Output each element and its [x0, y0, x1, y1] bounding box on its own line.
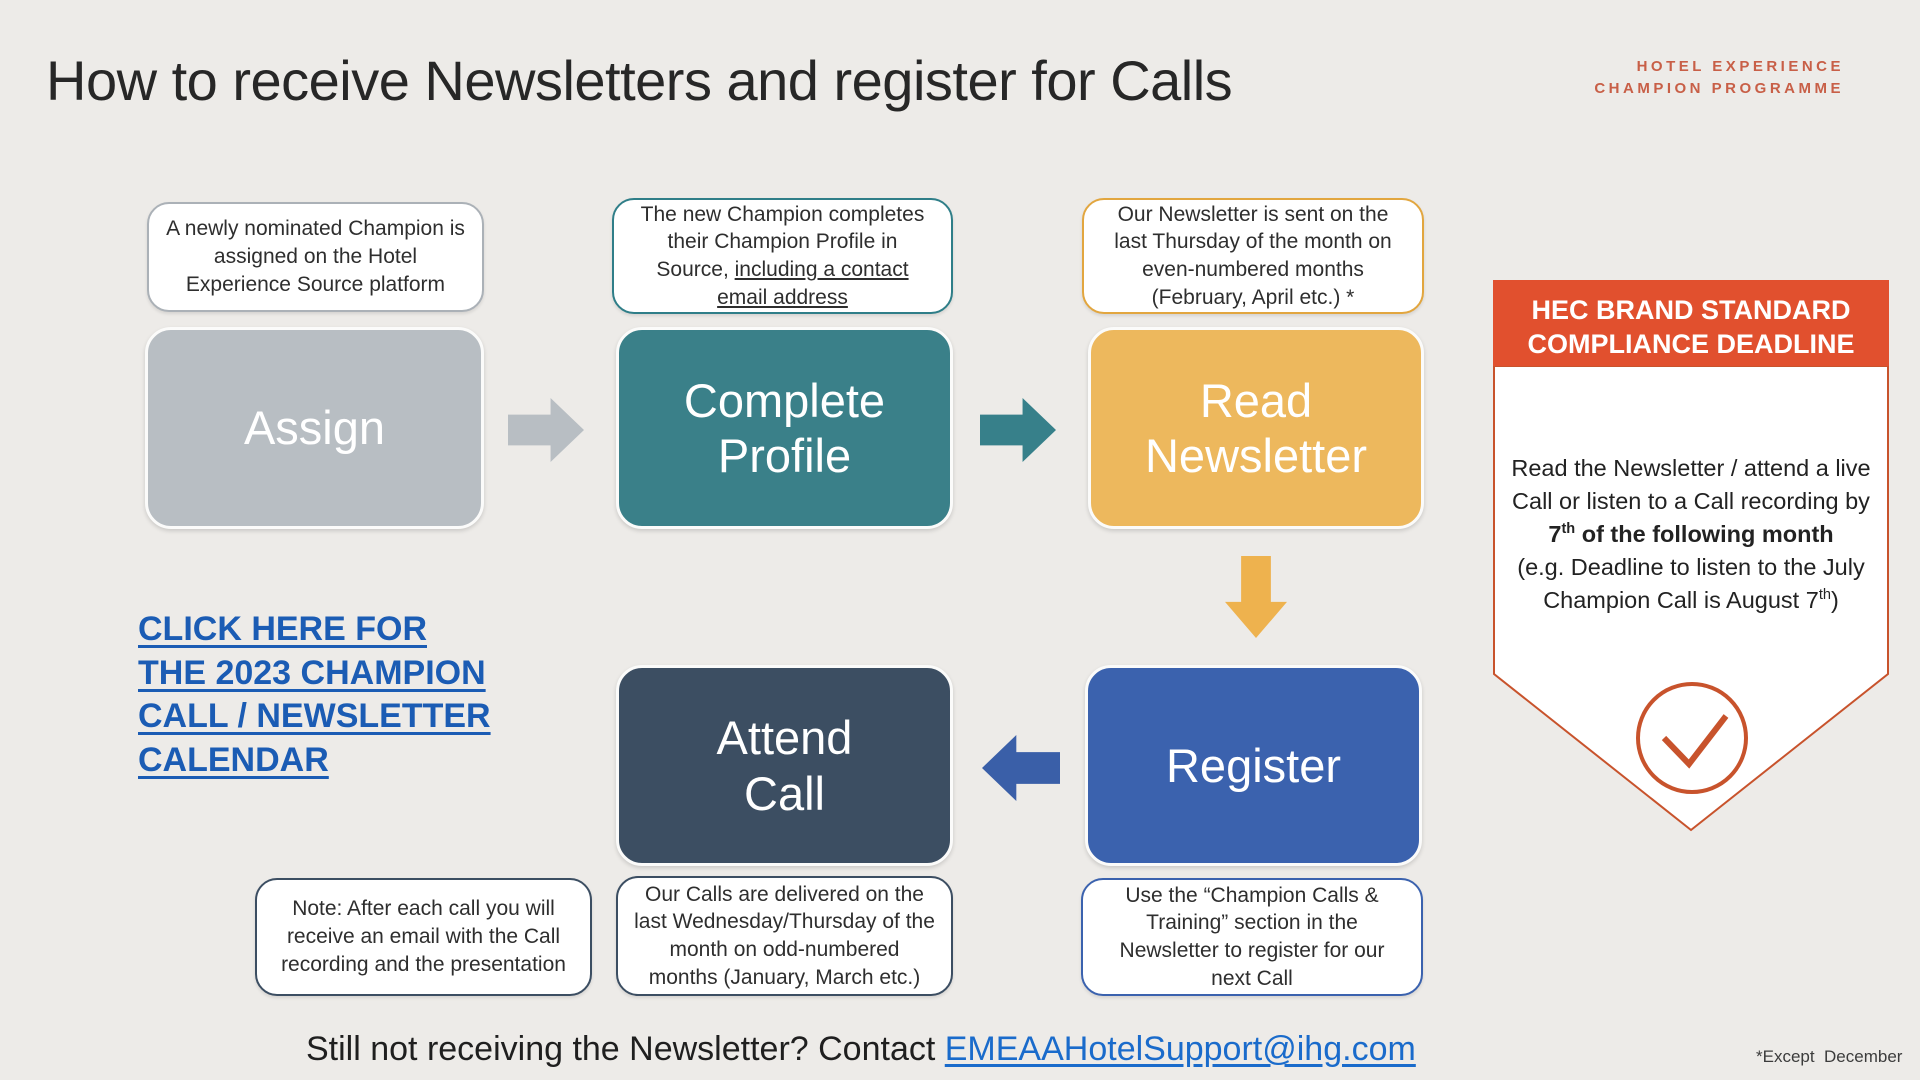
- note-register: Use the “Champion Calls & Training” sect…: [1081, 878, 1423, 996]
- note-after-call: Note: After each call you will receive a…: [255, 878, 592, 996]
- note-read-newsletter-text: Our Newsletter is sent on the last Thurs…: [1114, 202, 1392, 309]
- step-register: Register: [1085, 665, 1422, 866]
- brand-logo: HOTEL EXPERIENCE CHAMPION PROGRAMME: [1594, 56, 1844, 100]
- step-attend-call-label: Attend Call: [716, 711, 853, 820]
- badge-header: HEC BRAND STANDARD COMPLIANCE DEADLINE: [1493, 280, 1889, 366]
- arrow-right-icon: [508, 398, 584, 462]
- step-complete-profile: Complete Profile: [616, 327, 953, 529]
- note-complete-profile: The new Champion completes their Champio…: [612, 198, 953, 314]
- note-attend-call-text: Our Calls are delivered on the last Wedn…: [634, 882, 935, 989]
- email-link[interactable]: EMEAAHotelSupport@ihg.com: [944, 1030, 1416, 1068]
- badge-body-intro: Read the Newsletter / attend a live Call…: [1511, 455, 1871, 514]
- badge-deadline-rest: of the following month: [1575, 520, 1834, 547]
- note-attend-call: Our Calls are delivered on the last Wedn…: [616, 876, 953, 996]
- note-complete-profile-text: The new Champion completes their Champio…: [630, 201, 935, 312]
- arrow-right-icon: [980, 398, 1056, 462]
- check-circle-icon: [1636, 682, 1748, 794]
- calendar-link[interactable]: CLICK HERE FOR THE 2023 CHAMPION CALL / …: [138, 608, 558, 782]
- step-assign-label: Assign: [243, 401, 386, 455]
- badge-deadline: 7th of the following month: [1506, 518, 1876, 551]
- note-assign: A newly nominated Champion is assigned o…: [147, 202, 484, 312]
- contact-question: Still not receiving the Newsletter? Cont…: [306, 1030, 945, 1068]
- badge-header-text: HEC BRAND STANDARD COMPLIANCE DEADLINE: [1527, 295, 1855, 359]
- note-read-newsletter: Our Newsletter is sent on the last Thurs…: [1082, 198, 1424, 314]
- calendar-link-line1: CLICK HERE FOR: [138, 610, 427, 648]
- badge-deadline-day: 7: [1548, 520, 1562, 547]
- badge-example-start: (e.g. Deadline to listen to the July Cha…: [1517, 553, 1865, 613]
- badge-example: (e.g. Deadline to listen to the July Cha…: [1506, 551, 1876, 617]
- arrow-left-icon: [982, 735, 1060, 801]
- arrow-down-icon: [1225, 556, 1287, 638]
- calendar-link-line3: CALL / NEWSLETTER: [138, 697, 491, 736]
- step-read-newsletter-label: Read Newsletter: [1144, 373, 1367, 482]
- badge-body: Read the Newsletter / attend a live Call…: [1506, 452, 1876, 616]
- step-read-newsletter: Read Newsletter: [1088, 327, 1424, 529]
- note-assign-text: A newly nominated Champion is assigned o…: [166, 217, 465, 296]
- note-register-text: Use the “Champion Calls & Training” sect…: [1119, 883, 1385, 990]
- calendar-link-line2: THE 2023 CHAMPION: [138, 653, 486, 692]
- contact-line: Still not receiving the Newsletter? Cont…: [306, 1030, 1416, 1069]
- brand-logo-line2: CHAMPION PROGRAMME: [1594, 79, 1844, 97]
- note-complete-prefix: The new Champion completes their Champio…: [640, 202, 925, 281]
- step-register-label: Register: [1165, 738, 1341, 792]
- step-assign: Assign: [145, 327, 484, 529]
- step-complete-profile-label: Complete Profile: [683, 373, 886, 482]
- badge-example-sup: th: [1818, 586, 1831, 603]
- badge-deadline-sup: th: [1561, 520, 1576, 537]
- note-complete-underlined: including a contact email address: [717, 258, 909, 309]
- brand-logo-line1: HOTEL EXPERIENCE: [1636, 58, 1844, 75]
- calendar-link-line4: CALENDAR: [138, 740, 329, 779]
- step-attend-call: Attend Call: [616, 665, 953, 866]
- badge-example-end: ): [1830, 586, 1839, 613]
- footnote: *Except December: [1756, 1047, 1903, 1066]
- badge-pennant-shape: [1493, 366, 1889, 832]
- note-after-call-text: Note: After each call you will receive a…: [281, 897, 566, 976]
- page-title: How to receive Newsletters and register …: [46, 49, 1233, 112]
